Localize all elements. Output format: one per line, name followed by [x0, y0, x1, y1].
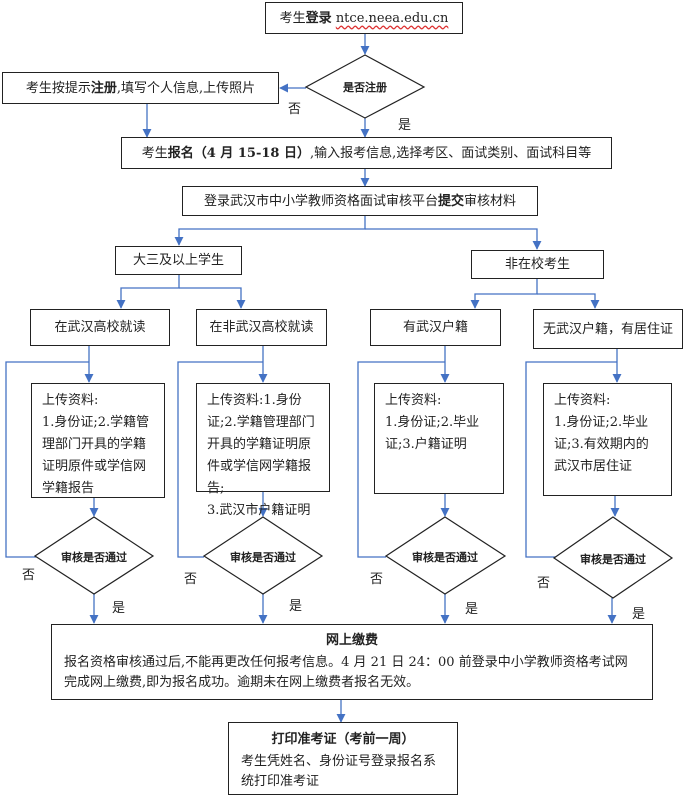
decision-review-4-diamond — [552, 516, 674, 599]
payment-body: 报名资格审核通过后,不能再更改任何报考信息。4 月 21 日 24：00 前登录… — [64, 655, 628, 690]
branch-materials-1: 上传资料: 1.身份证;2.学籍管理部门开具的学籍证明原件或学信网学籍报告 — [31, 383, 165, 498]
branch-title-2: 在非武汉高校就读 — [196, 309, 327, 346]
review-no-2: 否 — [184, 572, 198, 587]
branch-materials-2: 上传资料:1.身份证;2.学籍管理部门开具的学籍证明原件或学信网学籍报告; 3.… — [196, 383, 330, 518]
branch-materials-3: 上传资料: 1.身份证;2.毕业证;3.户籍证明 — [374, 383, 504, 494]
submit-box: 登录武汉市中小学教师资格面试审核平台提交审核材料 — [182, 186, 538, 216]
review-yes-1: 是 — [112, 601, 126, 616]
review-yes-3: 是 — [465, 602, 479, 617]
register-bold: 注册 — [90, 80, 117, 96]
review-no-1: 否 — [22, 568, 36, 583]
payment-box: 网上缴费 报名资格审核通过后,不能再更改任何报考信息。4 月 21 日 24：0… — [51, 624, 653, 700]
decision-review-3-diamond — [384, 516, 507, 595]
apply-prefix: 考生 — [141, 145, 168, 161]
submit-prefix: 登录武汉市中小学教师资格面试审核平台 — [203, 193, 438, 209]
decision-registered-diamond — [304, 54, 426, 119]
review-question-3: 审核是否通过 — [412, 551, 478, 564]
admission-body: 考生凭姓名、身份证号登录报名系统打印准考证 — [241, 754, 437, 789]
login-prefix: 考生 — [279, 10, 306, 26]
branch-title-3: 有武汉户籍 — [370, 309, 501, 346]
registered-question: 是否注册 — [343, 81, 387, 94]
registered-yes-label: 是 — [398, 118, 412, 133]
submit-suffix: 审核材料 — [464, 193, 517, 209]
submit-bold: 提交 — [437, 193, 464, 209]
login-box: 考生登录 ntce.neea.edu.cn — [265, 2, 463, 34]
admission-box: 打印准考证（考前一周） 考生凭姓名、身份证号登录报名系统打印准考证 — [228, 722, 458, 795]
apply-box: 考生报名（4 月 15-18 日）,输入报考信息,选择考区、面试类别、面试科目等 — [121, 137, 612, 169]
review-no-3: 否 — [370, 572, 384, 587]
review-question-2: 审核是否通过 — [230, 551, 296, 564]
branch-materials-4: 上传资料: 1.身份证;2.毕业证;3.有效期内的武汉市居住证 — [543, 383, 672, 496]
apply-bold: 报名（4 月 15-18 日） — [167, 145, 310, 161]
register-prefix: 考生按提示 — [25, 80, 91, 96]
review-question-1: 审核是否通过 — [61, 551, 127, 564]
senior-students-box: 大三及以上学生 — [115, 246, 242, 275]
review-no-4: 否 — [537, 576, 551, 591]
branch-title-4: 无武汉户籍，有居住证 — [533, 309, 683, 349]
registered-no-label: 否 — [288, 102, 302, 117]
review-yes-4: 是 — [632, 607, 646, 622]
review-question-4: 审核是否通过 — [580, 553, 646, 566]
register-box: 考生按提示注册,填写个人信息,上传照片 — [2, 72, 279, 104]
payment-title: 网上缴费 — [325, 633, 378, 648]
login-bold: 登录 — [305, 10, 332, 26]
register-suffix: ,填写个人信息,上传照片 — [116, 80, 256, 96]
decision-review-1-diamond — [33, 516, 155, 595]
login-url: ntce.neea.edu.cn — [335, 10, 449, 26]
apply-suffix: ,输入报考信息,选择考区、面试类别、面试科目等 — [309, 145, 592, 161]
review-yes-2: 是 — [289, 599, 303, 614]
branch-title-1: 在武汉高校就读 — [30, 309, 170, 346]
decision-review-2-diamond — [202, 516, 324, 595]
admission-title: 打印准考证（考前一周） — [271, 732, 415, 747]
non-students-box: 非在校考生 — [471, 250, 604, 279]
